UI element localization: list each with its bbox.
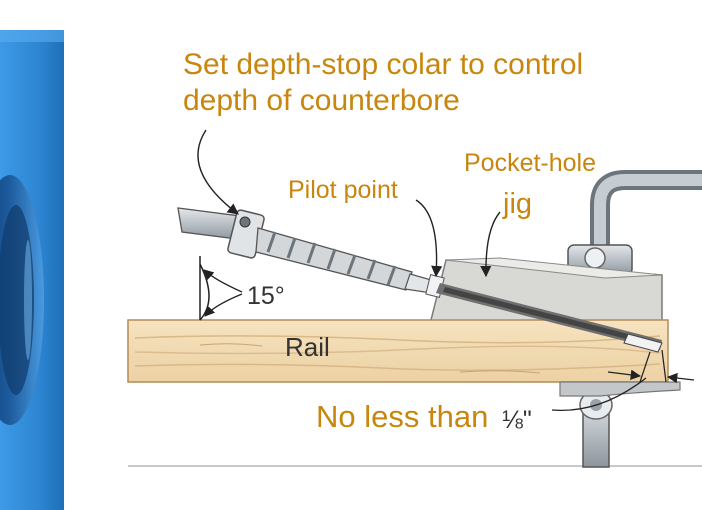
drill-guide <box>436 283 663 353</box>
jig-label: jig <box>503 188 533 220</box>
blue-jig-photo <box>0 30 64 510</box>
thickness-dimension <box>551 349 695 412</box>
pilot-point-label: Pilot point <box>288 176 398 204</box>
pocket-hole-label: Pocket-hole <box>464 149 597 177</box>
rail-label: Rail <box>285 332 330 362</box>
angle-label: 15° <box>247 282 285 310</box>
depth-stop-callout-line-1: Set depth-stop colar to control <box>183 48 584 81</box>
fraction-label: ⅛" <box>502 406 532 434</box>
rail-board <box>127 319 669 383</box>
no-less-than-label: No less than <box>316 399 489 434</box>
leader-lines <box>197 129 501 278</box>
angle-indicator <box>199 256 243 321</box>
jig-base <box>559 381 681 397</box>
depth-stop-callout-line-2: depth of counterbore <box>183 84 460 117</box>
drill-bit <box>177 207 445 299</box>
